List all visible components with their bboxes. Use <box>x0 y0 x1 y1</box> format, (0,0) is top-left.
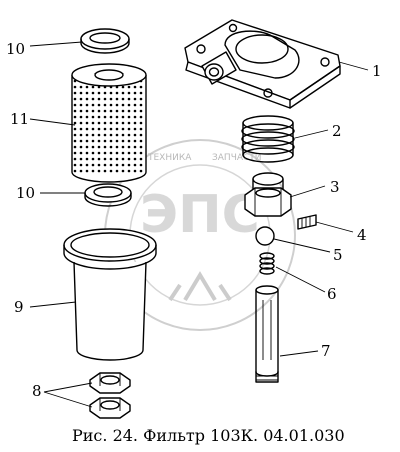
figure-caption: Рис. 24. Фильтр 103К. 04.01.030 <box>72 426 345 445</box>
part-7-tube <box>255 285 279 383</box>
part-6-small-spring <box>259 252 275 275</box>
watermark-logo: ТЕХНИКА ЗАПЧАСТИ ЭПС <box>104 139 296 331</box>
callout-8: 8 <box>32 382 42 400</box>
callout-1: 1 <box>372 62 382 80</box>
callout-7: 7 <box>321 342 331 360</box>
callout-labels: 10 11 10 9 8 1 2 3 4 5 6 7 <box>6 40 382 400</box>
callout-11: 11 <box>10 110 29 128</box>
watermark-arc-text: ТЕХНИКА <box>147 153 192 163</box>
part-9-housing-bowl <box>63 228 157 361</box>
callout-4: 4 <box>357 226 367 244</box>
part-11-filter-cartridge <box>71 63 147 183</box>
callout-5: 5 <box>333 246 343 264</box>
part-2-spring <box>241 115 295 163</box>
callout-3: 3 <box>330 178 340 196</box>
callout-10-lower: 10 <box>16 184 35 202</box>
leader-lines <box>29 41 369 408</box>
part-5-ball <box>255 226 275 246</box>
watermark-logo-text: ЭПС <box>140 185 260 245</box>
part-1-cover <box>184 19 341 109</box>
callout-6: 6 <box>327 285 337 303</box>
part-8-nuts <box>89 372 131 419</box>
watermark-arc-text-2: ЗАПЧАСТИ <box>212 153 262 163</box>
part-3-valve-body <box>244 172 292 217</box>
callout-10-top: 10 <box>6 40 25 58</box>
callout-2: 2 <box>332 122 342 140</box>
part-10-lower-ring <box>84 183 132 207</box>
part-4-screw <box>297 214 317 230</box>
part-10-top-ring <box>80 28 130 54</box>
callout-9: 9 <box>14 298 24 316</box>
